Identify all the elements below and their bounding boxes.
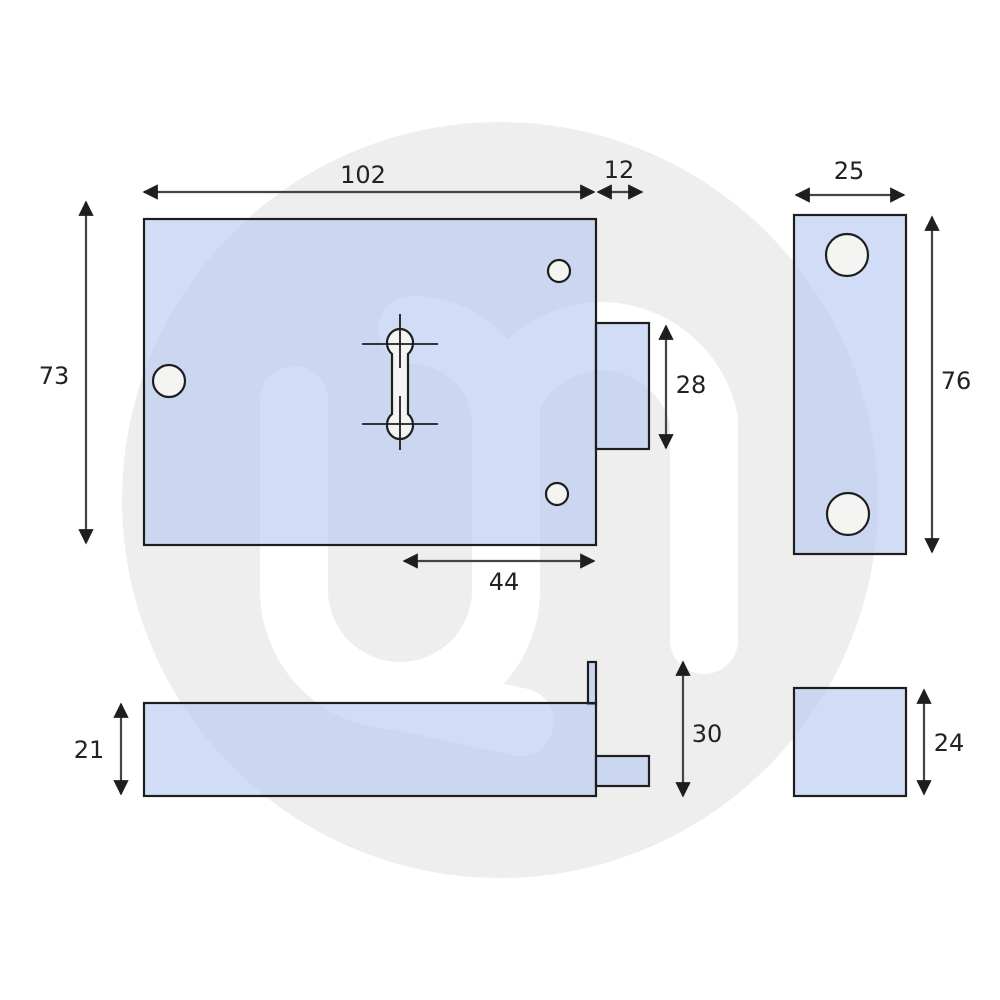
overall-depth-dimension-label: 30 — [692, 720, 723, 748]
keep-lower-hole — [825, 491, 871, 537]
keep-side-body — [792, 686, 908, 798]
bolt-throw-dimension-label: 12 — [604, 156, 635, 184]
keep-side-view: 24 — [792, 686, 965, 798]
keep-upper-hole — [824, 232, 870, 278]
backset-dimension-label: 44 — [489, 568, 520, 596]
keep-depth-dimension-label: 24 — [934, 729, 965, 757]
lock-body — [142, 217, 598, 547]
side-body — [142, 701, 598, 798]
side-bolt — [594, 754, 651, 788]
keep-width-dimension-label: 25 — [834, 157, 865, 185]
keep-front-view: 25 76 — [792, 157, 972, 556]
keep-height-dimension-label: 76 — [941, 367, 972, 395]
lock-side-view: 21 30 — [74, 660, 723, 798]
upper-right-fixing-hole — [546, 258, 572, 284]
left-fixing-hole — [151, 363, 187, 399]
lower-right-fixing-hole — [544, 481, 570, 507]
lock-front-view: 102 12 73 28 44 — [39, 156, 707, 596]
top-lip — [586, 660, 598, 706]
lock-bolt — [594, 321, 651, 451]
keyhole-icon — [385, 327, 415, 441]
bolt-height-dimension-label: 28 — [676, 371, 707, 399]
depth-dimension-label: 21 — [74, 736, 105, 764]
width-dimension-label: 102 — [340, 161, 386, 189]
height-dimension-label: 73 — [39, 362, 70, 390]
